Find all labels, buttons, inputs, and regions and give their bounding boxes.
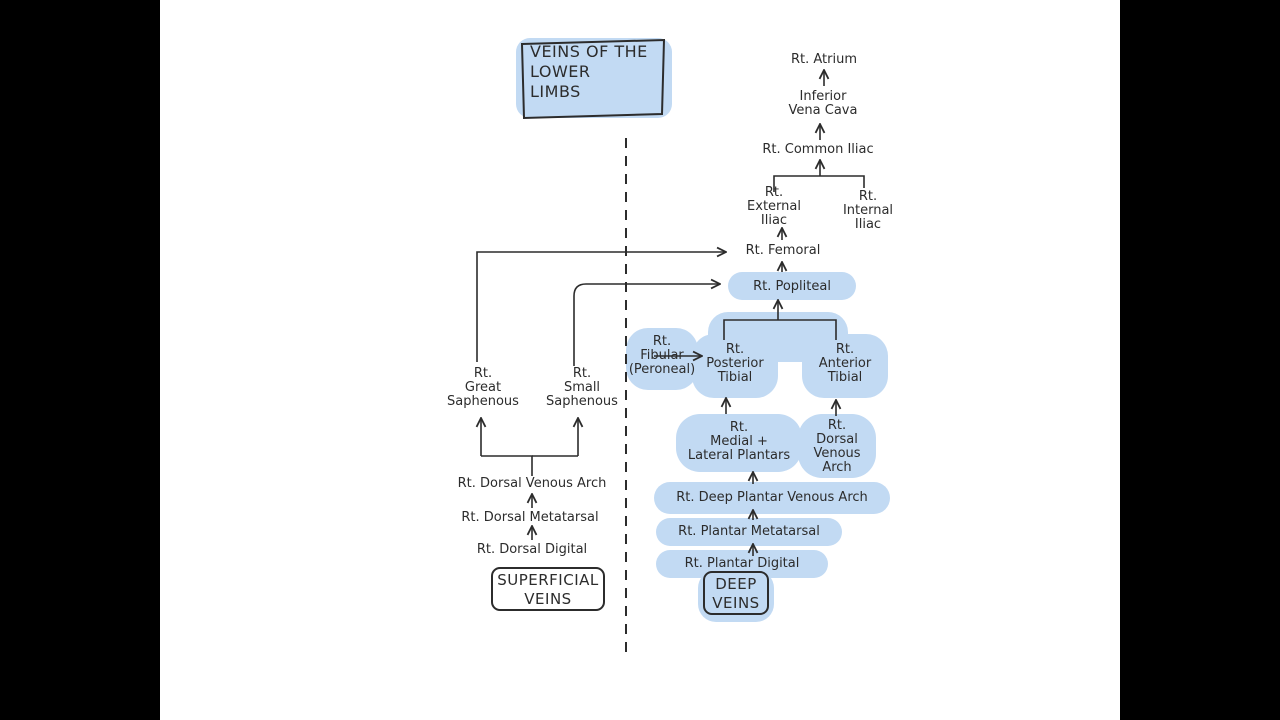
node-fibular: Rt. Fibular (Peroneal) bbox=[628, 334, 696, 377]
node-external-iliac: Rt. External Iliac bbox=[747, 185, 801, 228]
superficial-veins-header: SUPERFICIAL VEINS bbox=[497, 571, 599, 608]
node-plantar-digital: Rt. Plantar Digital bbox=[684, 556, 800, 571]
diagram-title: VEINS OF THE LOWER LIMBS bbox=[530, 42, 648, 101]
node-deep-dorsal-venous-arch: Rt. Dorsal Venous Arch bbox=[813, 418, 861, 475]
connectors bbox=[477, 70, 865, 556]
highlights bbox=[516, 38, 890, 622]
diagram-page: VEINS OF THE LOWER LIMBS SUPERFICIAL VEI… bbox=[160, 0, 1120, 720]
node-common-iliac: Rt. Common Iliac bbox=[762, 142, 874, 157]
node-medial-lateral-plantars: Rt. Medial + Lateral Plantars bbox=[687, 420, 791, 463]
diagram-canvas bbox=[160, 38, 890, 652]
node-posterior-tibial: Rt. Posterior Tibial bbox=[706, 342, 764, 385]
title-box bbox=[520, 38, 666, 120]
node-great-saphenous: Rt. Great Saphenous bbox=[447, 366, 519, 409]
node-deep-plantar-venous-arch: Rt. Deep Plantar Venous Arch bbox=[676, 490, 868, 505]
node-anterior-tibial: Rt. Anterior Tibial bbox=[818, 342, 872, 385]
deep-veins-header: DEEP VEINS bbox=[712, 575, 760, 612]
node-plantar-metatarsal: Rt. Plantar Metatarsal bbox=[678, 524, 820, 539]
node-dorsal-digital: Rt. Dorsal Digital bbox=[476, 542, 588, 557]
node-small-saphenous: Rt. Small Saphenous bbox=[546, 366, 618, 409]
node-dorsal-metatarsal: Rt. Dorsal Metatarsal bbox=[461, 510, 599, 525]
node-inferior-vena-cava: Inferior Vena Cava bbox=[788, 89, 858, 118]
node-femoral: Rt. Femoral bbox=[745, 243, 821, 258]
node-popliteal: Rt. Popliteal bbox=[753, 279, 831, 294]
node-atrium: Rt. Atrium bbox=[790, 52, 857, 67]
node-internal-iliac: Rt. Internal Iliac bbox=[842, 189, 894, 232]
superficial-box bbox=[491, 567, 605, 611]
deep-box bbox=[703, 571, 769, 615]
boxes bbox=[491, 38, 769, 615]
node-superficial-dorsal-venous-arch: Rt. Dorsal Venous Arch bbox=[457, 476, 607, 491]
